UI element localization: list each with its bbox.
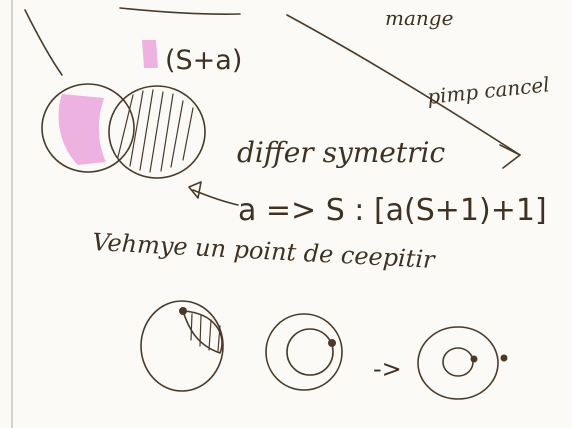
pointer-line (192, 189, 239, 206)
bottom-circle-2 (265, 313, 343, 391)
bottom-circle-1-point (179, 307, 187, 315)
note-right-side: pimp cancel (426, 72, 551, 109)
diagonal-line (286, 14, 521, 156)
top-stroke (119, 7, 241, 15)
diagonal-arrowhead (499, 144, 521, 169)
pointer-arrowhead (188, 181, 202, 199)
bottom-circle-3 (417, 326, 499, 400)
bottom-circle-2-inner (286, 328, 334, 376)
bottom-circle-1-cutout (182, 310, 223, 354)
bottom-circle-3-point-outer (500, 354, 508, 362)
note-arrow: -> (373, 355, 402, 383)
bottom-circle-3-point-inner (470, 355, 478, 363)
bottom-circle-1 (140, 300, 224, 392)
note-top-right: mange (385, 6, 453, 30)
note-label-sa: (S+a) (165, 45, 242, 76)
bottom-circle-1-hatching (190, 313, 221, 352)
note-differ: differ symetric (237, 136, 445, 169)
venn-left-highlight (58, 94, 106, 165)
small-pink-highlight (142, 40, 158, 68)
note-bottom-line: Vehmye un point de ceepitir (92, 228, 437, 274)
venn-hatching (117, 89, 194, 173)
venn-left-circle (41, 83, 135, 173)
bottom-circle-2-point (328, 339, 336, 347)
note-formula: a => S : [a(S+1)+1] (238, 193, 547, 228)
top-left-stroke (24, 9, 63, 76)
venn-right-circle (108, 85, 206, 179)
bottom-circle-3-inner (442, 347, 474, 377)
